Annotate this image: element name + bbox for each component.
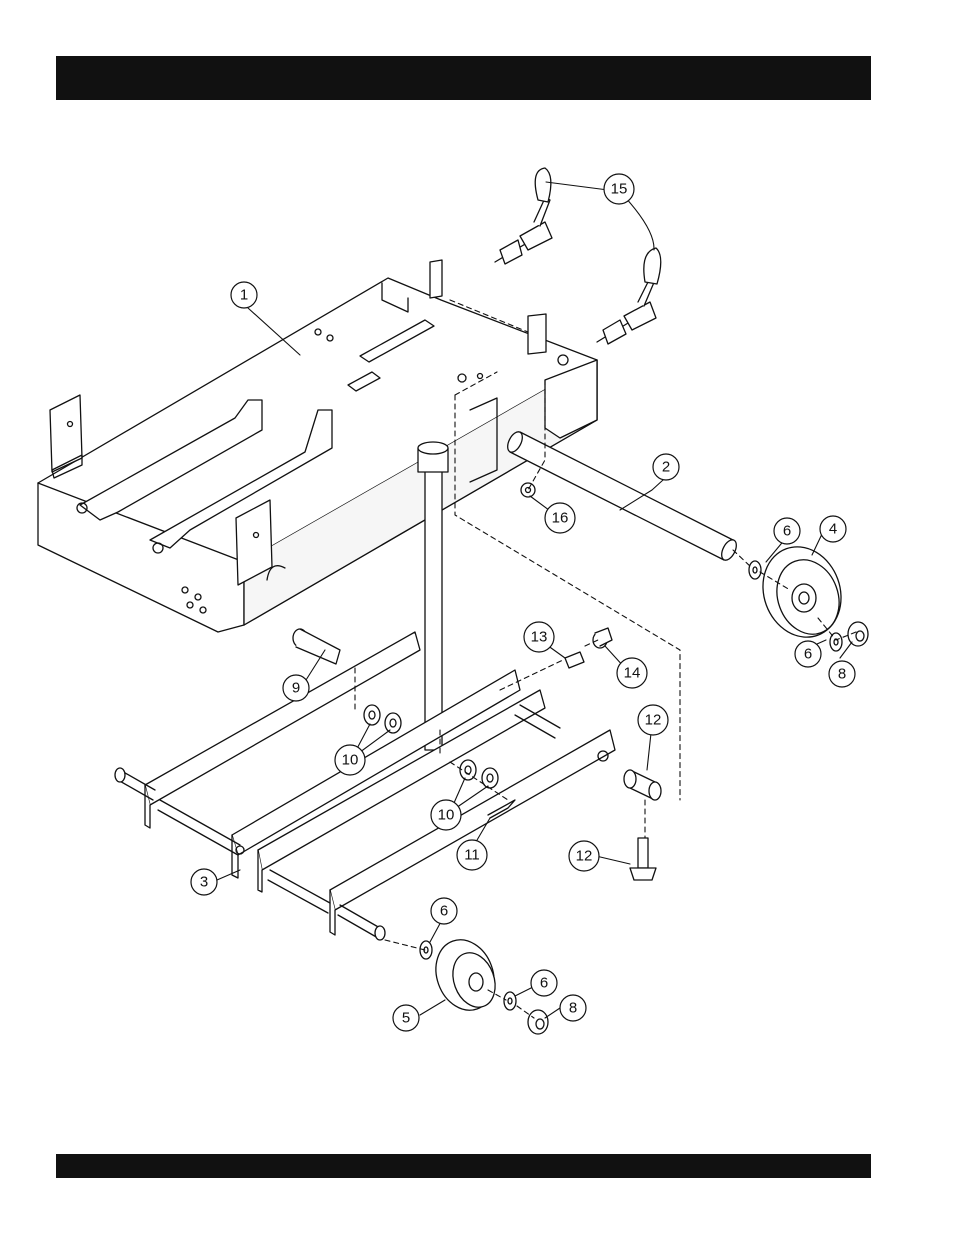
shaft xyxy=(505,429,740,562)
callout-10-lower: 10 xyxy=(438,807,455,824)
washer-lower-left xyxy=(420,941,432,959)
callout-4: 4 xyxy=(829,521,837,538)
pin-9 xyxy=(293,629,340,664)
cap-14 xyxy=(593,628,612,648)
handle-upper xyxy=(495,168,552,264)
callout-12-bushing: 12 xyxy=(645,712,662,729)
callout-10-upper: 10 xyxy=(342,752,359,769)
callout-16: 16 xyxy=(552,510,569,527)
bushing-12 xyxy=(624,770,661,800)
callout-14: 14 xyxy=(624,665,641,682)
callout-2: 2 xyxy=(662,459,670,476)
callout-12-bolt: 12 xyxy=(576,848,593,865)
wheel-upper xyxy=(751,536,854,648)
washer-upper-left xyxy=(749,561,761,579)
callout-6-lower-right: 6 xyxy=(540,975,548,992)
callout-8-lower: 8 xyxy=(569,1000,577,1017)
callout-circles xyxy=(191,174,855,1031)
callout-1: 1 xyxy=(240,287,248,304)
washer-lower-right xyxy=(504,992,516,1010)
bolt-12 xyxy=(630,838,656,880)
callout-6-lower-left: 6 xyxy=(440,903,448,920)
callout-11: 11 xyxy=(464,847,480,864)
lower-carriage xyxy=(115,632,615,940)
callout-9: 9 xyxy=(292,680,300,697)
callout-15: 15 xyxy=(611,181,628,198)
fitting-13 xyxy=(565,652,584,668)
callout-6-upper-left: 6 xyxy=(783,523,791,540)
callout-6-upper-right: 6 xyxy=(804,646,812,663)
washers-10-upper xyxy=(364,705,401,733)
callout-3: 3 xyxy=(200,874,208,891)
washers-10-lower xyxy=(460,760,498,788)
callout-8-upper: 8 xyxy=(838,666,846,683)
nut-lower xyxy=(528,1010,548,1034)
callout-5: 5 xyxy=(402,1010,410,1027)
handle-lower xyxy=(597,248,661,344)
callout-13: 13 xyxy=(531,629,548,646)
nut-16 xyxy=(521,483,535,497)
wheel-lower xyxy=(426,932,503,1019)
